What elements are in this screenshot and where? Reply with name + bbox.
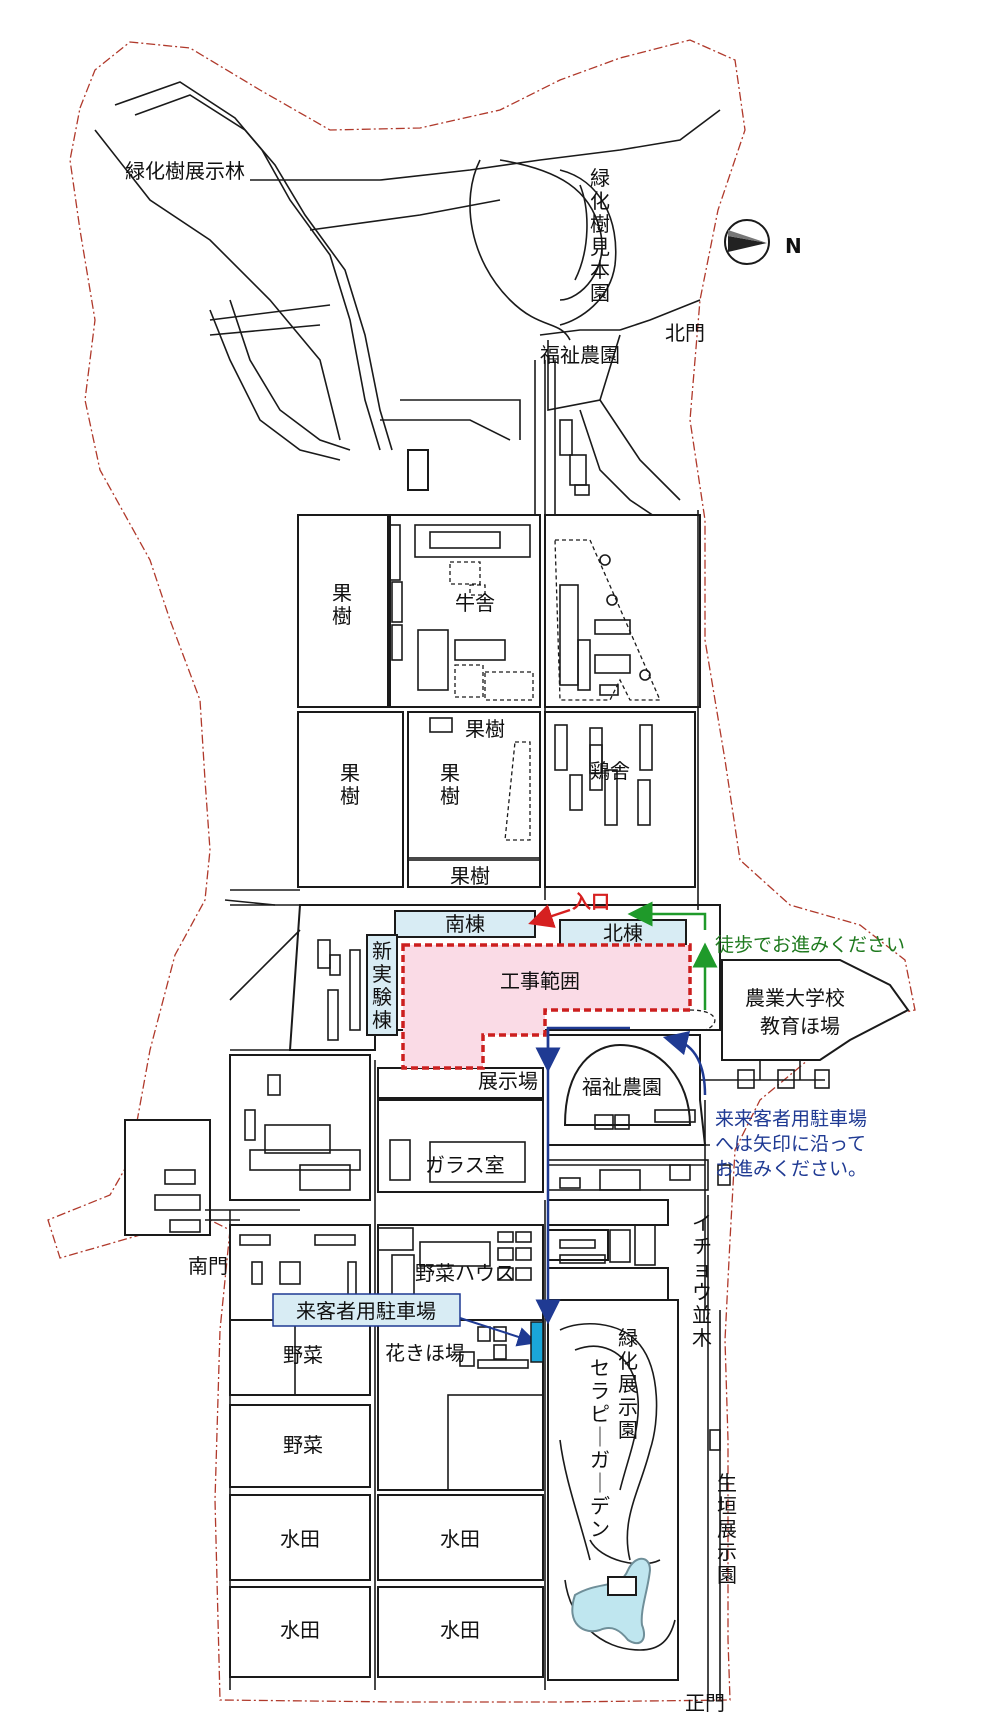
- label-ryokka-tenji-rin: 緑化樹展示林: [125, 159, 245, 183]
- construction-area: [401, 943, 692, 1070]
- label-kaju-3: 果樹: [340, 761, 360, 808]
- label-shin-jikken-to: 新実験棟: [372, 939, 392, 1032]
- label-ryokka-mihon-en: 緑化樹見本園: [590, 166, 610, 305]
- label-suiden-3: 水田: [280, 1618, 320, 1642]
- label-kaju-5: 果樹: [450, 864, 490, 888]
- label-gyusha: 牛舎: [455, 591, 495, 615]
- shin-jikken-to-building: [366, 934, 398, 1036]
- car-arrow-curve: [662, 1030, 707, 1096]
- north-roads: [94, 81, 721, 521]
- label-icho-namiki: イチョウ並木: [692, 1211, 712, 1350]
- label-minami-to: 南棟: [445, 912, 485, 936]
- minami-to-building: [394, 910, 536, 938]
- label-kaju-4: 果樹: [440, 761, 460, 808]
- therapy-garden: [547, 1299, 679, 1681]
- label-hanaki-hojo: 花きほ場: [385, 1341, 465, 1365]
- label-kita-to: 北棟: [603, 921, 643, 945]
- label-ryokka-tenjien: 緑化展示園: [618, 1326, 638, 1442]
- label-kaju-1: 果樹: [332, 581, 352, 628]
- label-fukushi-noen: 福祉農園: [582, 1075, 662, 1099]
- label-nogyo-daigakko: 農業大学校: [745, 986, 845, 1010]
- label-ikegaki-tenjien: 生垣展示園: [717, 1471, 737, 1587]
- label-yasai-house: 野菜ハウス: [415, 1261, 515, 1285]
- label-parking-line3: お進みください。: [715, 1158, 867, 1180]
- label-walk-note: 徒歩でお進みください: [715, 934, 905, 956]
- compass: N: [724, 219, 802, 265]
- main-roads: [205, 360, 706, 1690]
- walk-arrow-horizontal: [627, 901, 707, 930]
- label-yasai-1: 野菜: [283, 1343, 323, 1367]
- lower-fields: [229, 1319, 544, 1678]
- label-parking-line2: へは矢印に沿って: [715, 1133, 866, 1155]
- label-kyoiku-hojo: 教育ほ場: [760, 1014, 840, 1038]
- label-parking-line1: 来来客者用駐車場: [715, 1108, 867, 1130]
- label-garasu-shitsu: ガラス室: [425, 1153, 505, 1177]
- entrance-arrow: [528, 904, 571, 928]
- label-kita-mon: 北門: [665, 321, 705, 345]
- exhibition-area: [547, 1034, 710, 1191]
- label-tenjijo: 展示場: [478, 1069, 538, 1093]
- right-parcel: [700, 959, 910, 1700]
- compass-arrow-icon: [728, 236, 767, 252]
- label-sei-mon: 正門: [685, 1691, 725, 1715]
- parking-pointer: [459, 1317, 538, 1347]
- label-entrance: 入口: [572, 891, 610, 913]
- parking-marker: [530, 1321, 544, 1363]
- label-minami-mon: 南門: [188, 1254, 228, 1278]
- left-parcels: [124, 1054, 544, 1236]
- label-kaju-2: 果樹: [465, 717, 505, 741]
- upper-blocks: [297, 419, 701, 888]
- label-suiden-2: 水田: [440, 1527, 480, 1551]
- label-yasai-2: 野菜: [283, 1433, 323, 1457]
- label-fukushi-noen-top: 福祉農園: [540, 343, 620, 367]
- property-boundary: [47, 39, 916, 1703]
- label-koji-hani: 工事範囲: [500, 969, 580, 993]
- label-suiden-4: 水田: [440, 1618, 480, 1642]
- label-keisha: 鶏舎: [590, 759, 630, 783]
- compass-north-label: N: [785, 234, 802, 258]
- label-parking-box: 来客者用駐車場: [296, 1299, 436, 1323]
- label-suiden-1: 水田: [280, 1527, 320, 1551]
- parking-label-box: [272, 1293, 461, 1327]
- label-therapy-garden: セラピ｜ガ｜デン: [590, 1356, 610, 1541]
